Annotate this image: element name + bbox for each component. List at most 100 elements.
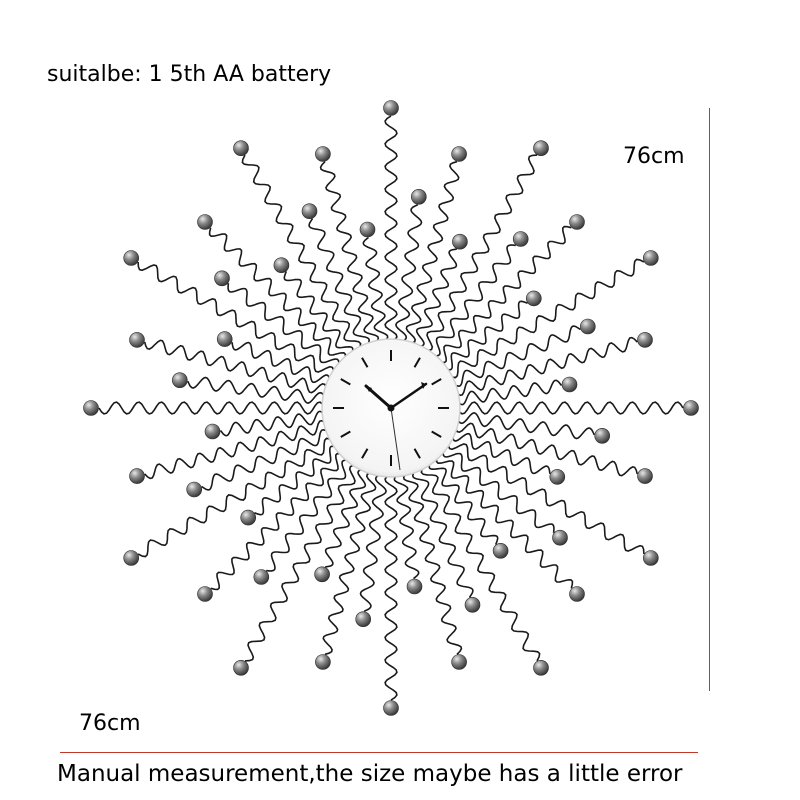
wire-ray (451, 432, 551, 475)
wire-ray (98, 401, 326, 415)
wire-ray (455, 379, 563, 406)
crystal-bead (83, 400, 99, 416)
height-dimension-label: 76cm (623, 144, 685, 169)
wire-ray (384, 473, 398, 701)
wire-ray (435, 454, 574, 589)
crystal-bead (552, 529, 568, 546)
crystal-bead (579, 318, 596, 335)
wire-ray (266, 459, 351, 572)
wire-ray (443, 300, 528, 371)
crystal-bead (129, 468, 145, 484)
crystal-bead (216, 331, 233, 347)
crystal-bead (301, 203, 318, 219)
crystal-bead (637, 468, 653, 484)
wire-ray (244, 464, 359, 662)
wire-ray (137, 437, 335, 558)
crystal-bead (569, 586, 585, 602)
hour-tick (361, 448, 369, 459)
wire-ray (319, 161, 380, 345)
crystal-bead (197, 214, 213, 230)
wire-ray (405, 160, 460, 345)
wire-ray (447, 440, 645, 555)
crystal-bead (214, 270, 230, 287)
wire-ray (143, 339, 328, 394)
width-dimension-line (60, 752, 698, 753)
crystal-bead (240, 509, 256, 526)
wire-ray (324, 468, 367, 568)
crystal-bead (186, 481, 202, 498)
wire-ray (423, 154, 538, 352)
crystal-bead (383, 100, 399, 116)
height-dimension-line (709, 108, 710, 691)
hour-hand-tip (366, 386, 372, 392)
wire-ray (428, 460, 499, 545)
wire-ray (254, 445, 339, 516)
crystal-bead (683, 400, 699, 416)
crystal-bead (569, 214, 585, 230)
wire-ray (210, 452, 345, 591)
hour-ticks (333, 350, 449, 466)
crystal-bead (123, 250, 139, 266)
minute-hand-tip (421, 382, 426, 389)
wire-ray (447, 258, 645, 379)
crystal-bead (637, 332, 653, 348)
crystal-bead (314, 566, 330, 583)
wire-ray (219, 410, 327, 437)
second-hand (390, 407, 401, 471)
crystal-bead (359, 221, 376, 238)
crystal-bead (594, 427, 611, 444)
wire-ray (442, 448, 555, 533)
crystal-bead (533, 140, 549, 156)
crystal-bead (561, 376, 578, 393)
wire-ray (231, 341, 331, 384)
crystal-bead (410, 189, 427, 205)
wire-ray (456, 401, 684, 415)
wire-ray (137, 261, 335, 376)
wire-ray (415, 248, 458, 348)
hour-tick (361, 357, 369, 368)
crystal-beads (83, 100, 699, 716)
wire-ray (420, 464, 541, 662)
wire-ray (384, 115, 398, 343)
crystal-bead (642, 550, 659, 566)
crystal-bead (129, 332, 145, 348)
width-dimension-label: 76cm (79, 711, 141, 736)
minute-hand (389, 382, 428, 410)
crystal-bead (533, 659, 549, 676)
wire-ray (411, 468, 474, 598)
wire-ray (144, 419, 328, 480)
crystal-bead (315, 654, 331, 670)
crystal-bead (451, 654, 467, 670)
crystal-bead (123, 550, 139, 566)
wire-ray (322, 471, 377, 656)
crystal-bead (642, 250, 659, 266)
crystal-bead (383, 700, 399, 716)
wire-ray (359, 472, 387, 612)
crystal-bead (253, 569, 270, 585)
crystal-bead (233, 659, 249, 676)
hour-tick (413, 448, 421, 459)
crystal-bead (315, 146, 331, 162)
wavy-wire-rays (98, 115, 684, 701)
wire-ray (283, 271, 354, 356)
wire-ray (395, 204, 423, 344)
crystal-bead (492, 542, 509, 559)
wire-ray (241, 154, 362, 352)
wire-ray (454, 422, 639, 477)
wire-ray (201, 428, 331, 491)
wire-ray (455, 412, 595, 440)
wire-ray (437, 225, 572, 364)
wire-ray (451, 325, 581, 388)
crystal-bead (406, 578, 423, 595)
measurement-disclaimer: Manual measurement,the size maybe has a … (57, 761, 683, 787)
hour-tick (340, 378, 351, 386)
hour-tick (413, 357, 421, 368)
wire-ray (308, 218, 371, 348)
wire-ray (454, 336, 638, 397)
crystal-bead (525, 290, 542, 307)
crystal-bead (197, 586, 213, 602)
crystal-bead (512, 231, 529, 247)
clock-hands (364, 382, 428, 471)
crystal-bead (464, 596, 481, 613)
